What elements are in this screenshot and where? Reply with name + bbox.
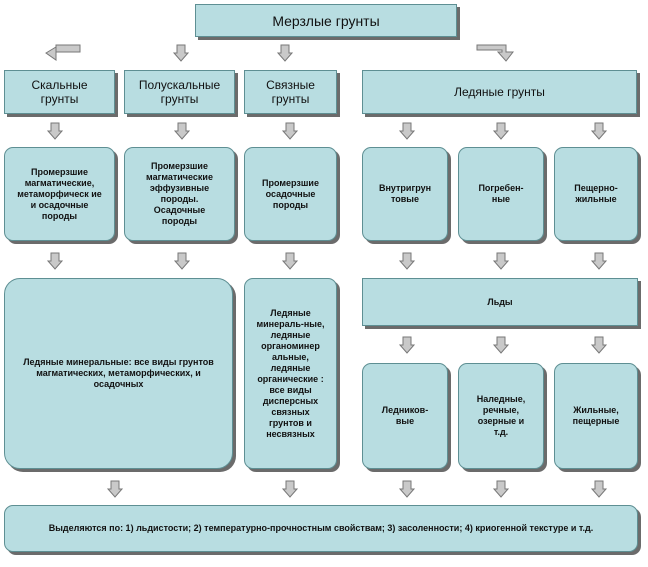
arrow-ice-to-buried — [493, 122, 509, 140]
arrow-mineral-to-footer — [107, 480, 123, 498]
type-buried-text: Погребен-ные — [478, 183, 524, 204]
subtype-surface: Наледные, речные, озерные и т.д. — [458, 363, 544, 469]
subtype-surface-text: Наледные, речные, озерные и т.д. — [476, 394, 526, 437]
type-cave: Пещерно-жильные — [554, 147, 638, 241]
category-cohesive-label: Связные грунты — [266, 78, 315, 106]
arrow-cave-down — [591, 252, 607, 270]
category-ice-label: Ледяные грунты — [454, 85, 545, 99]
type-intraground: Внутригрун товые — [362, 147, 448, 241]
category-rocky-label: Скальные грунты — [31, 78, 88, 106]
subtype-glacier: Ледников-вые — [362, 363, 448, 469]
arrow-rocky-to-type — [47, 122, 63, 140]
arrow-title-to-semirocky — [173, 44, 189, 62]
arrow-intraground-down — [399, 252, 415, 270]
diagram-title-text: Мерзлые грунты — [272, 12, 380, 29]
type-semirocky-text: Промерзшие магматические эффузивные поро… — [146, 161, 213, 226]
category-semirocky-label: Полускальные грунты — [138, 78, 221, 106]
arrow-ice-to-glacier — [399, 336, 415, 354]
type-rocky: Промерзшие магматические, метаморфическ … — [4, 147, 115, 241]
arrow-vein-to-footer — [591, 480, 607, 498]
arrow-type-rocky-down — [47, 252, 63, 270]
arrow-ice-to-intraground — [399, 122, 415, 140]
type-cave-text: Пещерно-жильные — [574, 183, 618, 204]
diagram-title: Мерзлые грунты — [195, 4, 457, 37]
arrow-ice-to-surface — [493, 336, 509, 354]
arrow-title-to-rocky — [44, 44, 84, 62]
arrow-title-to-ice — [476, 44, 518, 62]
arrow-cohesive-to-footer — [282, 480, 298, 498]
subtype-cohesive: Ледяные минераль-ные, ледяные органомине… — [244, 278, 337, 469]
category-rocky: Скальные грунты — [4, 70, 115, 114]
arrow-type-cohesive-down — [282, 252, 298, 270]
subtype-vein-text: Жильные, пещерные — [572, 405, 620, 426]
type-cohesive-text: Промерзшие осадочные породы — [262, 177, 319, 210]
arrow-ice-to-cave — [591, 122, 607, 140]
arrow-title-to-cohesive — [277, 44, 293, 62]
arrow-surface-to-footer — [493, 480, 509, 498]
subtype-ice: Льды — [362, 278, 638, 326]
category-semirocky: Полускальные грунты — [124, 70, 235, 114]
type-buried: Погребен-ные — [458, 147, 544, 241]
subtype-mineral: Ледяные минеральные: все виды грунтов ма… — [4, 278, 233, 469]
arrow-type-semirocky-down — [174, 252, 190, 270]
footer-criteria-text: Выделяются по: 1) льдистости; 2) темпера… — [48, 523, 594, 533]
arrow-ice-to-vein — [591, 336, 607, 354]
category-ice: Ледяные грунты — [362, 70, 637, 114]
subtype-ice-text: Льды — [487, 296, 513, 307]
subtype-vein: Жильные, пещерные — [554, 363, 638, 469]
subtype-cohesive-text: Ледяные минераль-ные, ледяные органомине… — [256, 307, 325, 439]
arrow-buried-down — [493, 252, 509, 270]
category-cohesive: Связные грунты — [244, 70, 337, 114]
arrow-cohesive-to-type — [282, 122, 298, 140]
arrow-glacier-to-footer — [399, 480, 415, 498]
type-intraground-text: Внутригрун товые — [378, 183, 432, 204]
footer-criteria: Выделяются по: 1) льдистости; 2) темпера… — [4, 505, 638, 552]
type-rocky-text: Промерзшие магматические, метаморфическ … — [17, 166, 102, 221]
arrow-semirocky-to-type — [174, 122, 190, 140]
type-semirocky: Промерзшие магматические эффузивные поро… — [124, 147, 235, 241]
subtype-glacier-text: Ледников-вые — [381, 405, 429, 426]
type-cohesive: Промерзшие осадочные породы — [244, 147, 337, 241]
subtype-mineral-text: Ледяные минеральные: все виды грунтов ма… — [23, 357, 214, 389]
